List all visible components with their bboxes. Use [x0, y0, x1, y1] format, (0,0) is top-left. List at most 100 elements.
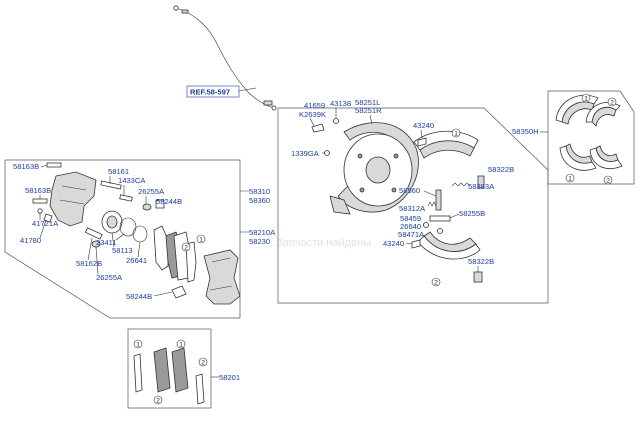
label-43240-b[interactable]: 43240 [383, 239, 404, 248]
pin-43240-a[interactable] [417, 137, 427, 147]
caliper-body[interactable] [49, 171, 97, 227]
pin-43240-b[interactable] [411, 239, 421, 249]
shim-58230[interactable] [185, 241, 197, 283]
leader-58163b-a [40, 164, 48, 168]
spring-58383a[interactable] [451, 182, 471, 187]
label-26255a-b[interactable]: 26255A [96, 273, 123, 282]
guide-pin-58161[interactable] [100, 180, 122, 190]
clip-58322b-a[interactable] [477, 175, 485, 189]
bolt-58163b-b[interactable] [32, 198, 48, 204]
callout-c2-text: 2 [184, 245, 188, 252]
label-58163b-b[interactable]: 58163B [25, 186, 51, 195]
label-1433ca[interactable]: 1433CA [118, 176, 146, 185]
label-58560[interactable]: 58560 [399, 186, 420, 195]
label-58322b-b[interactable]: 58322B [468, 257, 494, 266]
leader-43240-b [405, 242, 413, 245]
lining-lower[interactable] [417, 235, 481, 260]
label-58255b[interactable]: 58255B [459, 209, 485, 218]
boot-26255a-a[interactable] [142, 203, 152, 211]
shoe-set-lining-lower-2[interactable] [589, 147, 623, 169]
carrier-bracket[interactable] [203, 249, 241, 305]
pad-set-shim-1[interactable] [133, 353, 143, 393]
label-58310[interactable]: 58310 [249, 187, 270, 196]
lining-upper[interactable] [413, 130, 479, 151]
label-26255a-a[interactable]: 26255A [138, 187, 165, 196]
label-41659[interactable]: 41659 [304, 101, 325, 110]
ref-label[interactable]: REF.58-597 [190, 88, 230, 97]
backing-plate-hub [365, 156, 391, 184]
label-k2639k[interactable]: K2639K [299, 110, 326, 119]
shoe-set-lining-lower-1[interactable] [559, 145, 597, 171]
callout-c5-text: 1 [179, 342, 183, 349]
boot-26641[interactable] [132, 225, 148, 243]
label-23411[interactable]: 23411 [96, 238, 117, 247]
adjuster-lever-58560[interactable] [435, 189, 442, 211]
label-58251r[interactable]: 58251R [355, 106, 382, 115]
label-41721a[interactable]: 41721A [32, 219, 59, 228]
label-58322b-a[interactable]: 58322B [488, 165, 514, 174]
callout-c9-text: 1 [584, 96, 588, 103]
label-58113[interactable]: 58113 [112, 246, 133, 255]
label-58163b-a[interactable]: 58163B [13, 162, 39, 171]
adjuster-58255b[interactable] [429, 215, 451, 222]
label-43138[interactable]: 43138 [330, 99, 351, 108]
label-26641[interactable]: 26641 [126, 256, 147, 265]
ref-box[interactable] [186, 85, 240, 98]
callout-c10-text: 2 [610, 100, 614, 107]
callout-c11-text: 1 [568, 176, 572, 183]
label-58350h[interactable]: 58350H [512, 127, 539, 136]
label-58244b-a[interactable]: 58244B [156, 197, 182, 206]
label-58383a[interactable]: 58383A [468, 182, 495, 191]
pin-58162b[interactable] [84, 227, 103, 240]
dust-cover-lower[interactable] [329, 195, 351, 215]
label-58161[interactable]: 58161 [108, 167, 129, 176]
label-1339ga[interactable]: 1339GA [291, 149, 320, 158]
pin-1433ca[interactable] [119, 194, 133, 202]
callout-c7-text: 1 [454, 131, 458, 138]
pin-26640[interactable] [437, 228, 443, 234]
bolt-hole-2 [393, 153, 399, 159]
label-58251l[interactable]: 58251L [355, 98, 380, 107]
bolt-1339ga[interactable] [324, 150, 330, 156]
leader-58162b [87, 237, 93, 261]
label-58360[interactable]: 58360 [249, 196, 270, 205]
label-58471a[interactable]: 58471A [398, 230, 425, 239]
pin-41659[interactable] [311, 123, 325, 133]
clip-43138[interactable] [333, 118, 339, 124]
leader-26255a-b [95, 246, 99, 275]
pad-set-shim-2[interactable] [195, 373, 205, 405]
leader-41780 [39, 219, 47, 239]
seal-23411[interactable] [119, 217, 137, 237]
label-58201[interactable]: 58201 [219, 373, 240, 382]
shoe-set-lining-upper-2[interactable] [585, 102, 621, 123]
label-43240-a[interactable]: 43240 [413, 121, 434, 130]
clip-58322b-b[interactable] [473, 271, 483, 283]
label-41780[interactable]: 41780 [20, 236, 41, 245]
callout-c1 [196, 234, 206, 244]
parking-brake-group-box [277, 107, 549, 304]
clip-58244b-a[interactable] [155, 199, 165, 209]
label-58210a[interactable]: 58210A [249, 228, 276, 237]
pin-58459[interactable] [423, 222, 429, 228]
label-58230[interactable]: 58230 [249, 237, 270, 246]
leader-k2639k [309, 117, 315, 127]
label-58459[interactable]: 58459 [400, 214, 421, 223]
label-58244b-b[interactable]: 58244B [126, 292, 152, 301]
callout-c12 [603, 175, 613, 185]
leader-23411 [115, 233, 125, 241]
parking-cable [175, 7, 275, 109]
cable-end [173, 5, 179, 11]
leader-58244b-b [153, 291, 173, 297]
cable-clip [181, 9, 189, 14]
pad-set-pad-1[interactable] [153, 347, 171, 393]
bleeder-41721a[interactable] [37, 208, 43, 214]
pad-set-pad-2[interactable] [171, 347, 189, 393]
bolt-hole-1 [357, 153, 363, 159]
label-58162b[interactable]: 58162B [76, 259, 102, 268]
pad-58310[interactable] [153, 225, 169, 271]
label-58312a[interactable]: 58312A [399, 204, 426, 213]
label-26640[interactable]: 26640 [400, 222, 421, 231]
clip-58244b-b[interactable] [171, 285, 187, 299]
bolt-58163b-a[interactable] [46, 162, 62, 168]
